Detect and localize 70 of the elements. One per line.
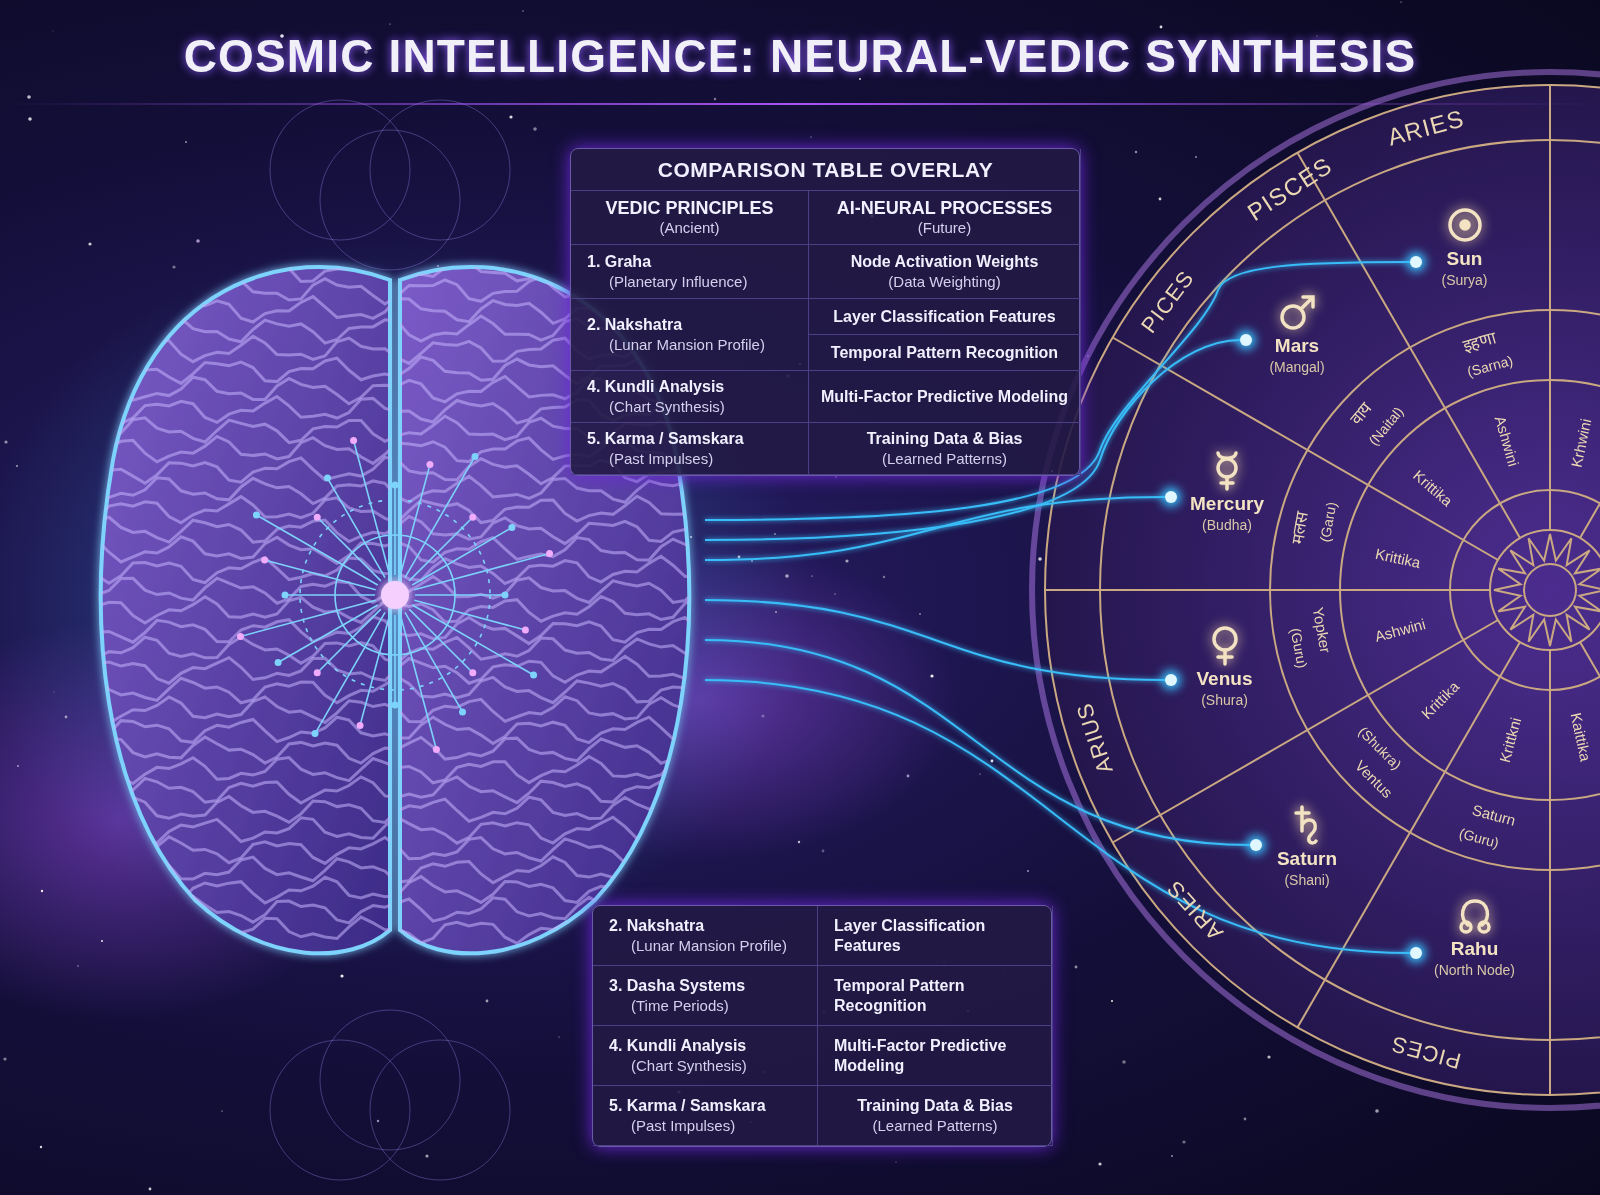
- table-cell-subtext: (Lunar Mansion Profile): [630, 935, 787, 956]
- sanskrit-name: (Budha): [1202, 516, 1252, 534]
- column-header: VEDIC PRINCIPLES: [605, 197, 774, 218]
- zodiac-sign-label: PICES: [1388, 1031, 1464, 1072]
- zodiac-sign-label: ARIUS: [1073, 699, 1118, 776]
- nakshatra-label: Krhwini: [1568, 417, 1594, 469]
- sanskrit-name: (Shura): [1201, 691, 1248, 709]
- nakshatra-label: Ashwini: [1373, 616, 1428, 645]
- table-cell-text: 5. Karma / Samskara: [587, 428, 744, 449]
- nakshatra-label: इहणा: [1460, 329, 1498, 355]
- neural-connection-line: [704, 679, 1411, 954]
- table-cell-subtext: (Past Impulses): [608, 448, 714, 469]
- planet-name: Mars: [1274, 334, 1320, 358]
- table-cell-text: 2. Nakshatra: [609, 915, 705, 936]
- table-cell-text: Temporal Pattern Recognition: [830, 342, 1059, 363]
- table-cell-text: 3. Dasha Systems: [609, 975, 746, 996]
- planet-name: Rahu: [1450, 937, 1499, 961]
- table-cell-text: 5. Karma / Samskara: [609, 1095, 766, 1116]
- nakshatra-label: Ashwini: [1492, 414, 1522, 468]
- table-cell-text: Multi-Factor Predictive Modeling: [820, 386, 1069, 407]
- table-cell-subtext: (Past Impulses): [630, 1115, 736, 1136]
- table-cell-subtext: (Chart Synthesis): [630, 1055, 747, 1076]
- nakshatra-label: वाय: [1347, 399, 1376, 429]
- neural-connection-line: [704, 599, 1166, 681]
- sanskrit-name: (Mangal): [1269, 358, 1325, 376]
- planet-name: Venus: [1196, 667, 1253, 691]
- planet-name: Mercury: [1190, 492, 1264, 516]
- neural-connection-line: [704, 639, 1251, 846]
- table-cell-text: 4. Kundli Analysis: [587, 376, 725, 397]
- table-cell-subtext: (Learned Patterns): [881, 448, 1008, 469]
- sanskrit-name: (North Node): [1434, 961, 1515, 979]
- table-cell-subtext: (Ancient): [659, 217, 720, 238]
- table-cell-text: 2. Nakshatra: [587, 314, 683, 335]
- table-cell-text: Temporal Pattern Recognition: [834, 975, 966, 1016]
- table-cell-subtext: (Data Weighting): [888, 271, 1001, 292]
- nakshatra-label: Saturn: [1470, 802, 1518, 829]
- table-cell-subtext: (Future): [917, 217, 972, 238]
- planet-name: Saturn: [1276, 847, 1338, 871]
- planet-name: Sun: [1446, 247, 1483, 271]
- table-cell-text: 4. Kundli Analysis: [609, 1035, 747, 1056]
- sanskrit-name: (Surya): [1441, 271, 1488, 289]
- table-cell-text: Layer Classification Features: [834, 915, 987, 956]
- table-title: COMPARISON TABLE OVERLAY: [657, 156, 994, 183]
- title: COSMIC INTELLIGENCE: NEURAL-VEDIC SYNTHESIS: [182, 29, 1418, 84]
- table-cell-subtext: (Learned Patterns): [872, 1115, 998, 1136]
- nakshatra-label: Kaittika: [1568, 711, 1594, 763]
- nakshatra-label: (Guru): [1288, 626, 1309, 670]
- nakshatra-label: मलस: [1288, 509, 1311, 546]
- table-cell-text: Multi-Factor Predictive Modeling: [834, 1035, 1008, 1076]
- neural-connection-line: [704, 496, 1166, 561]
- table-cell-text: Training Data & Bias: [857, 1095, 1013, 1116]
- table-cell-text: Layer Classification Features: [833, 306, 1056, 327]
- table-cell-subtext: (Time Periods): [630, 995, 729, 1016]
- table-cell-subtext: (Lunar Mansion Profile): [608, 334, 765, 355]
- table-cell-subtext: (Chart Synthesis): [608, 396, 725, 417]
- nakshatra-label: Krittkni: [1496, 715, 1524, 764]
- nakshatra-label: Krittika: [1374, 545, 1423, 570]
- table-cell-text: 1. Graha: [587, 251, 652, 272]
- neural-connection-line: [704, 261, 1411, 521]
- nakshatra-label: (Garu): [1317, 501, 1339, 544]
- column-header: AI-NEURAL PROCESSES: [836, 197, 1053, 218]
- nakshatra-label: (Guru): [1457, 826, 1501, 850]
- sanskrit-name: (Shani): [1284, 871, 1330, 889]
- neural-connection-line: [704, 339, 1241, 541]
- zodiac-sign-label: ARIES: [1385, 106, 1468, 150]
- nakshatra-label: (Sarna): [1465, 353, 1515, 379]
- nakshatra-label: Yopker: [1310, 606, 1333, 655]
- table-cell-text: Training Data & Bias: [866, 428, 1023, 449]
- table-cell-text: Node Activation Weights: [850, 251, 1039, 272]
- table-cell-subtext: (Planetary Influence): [608, 271, 748, 292]
